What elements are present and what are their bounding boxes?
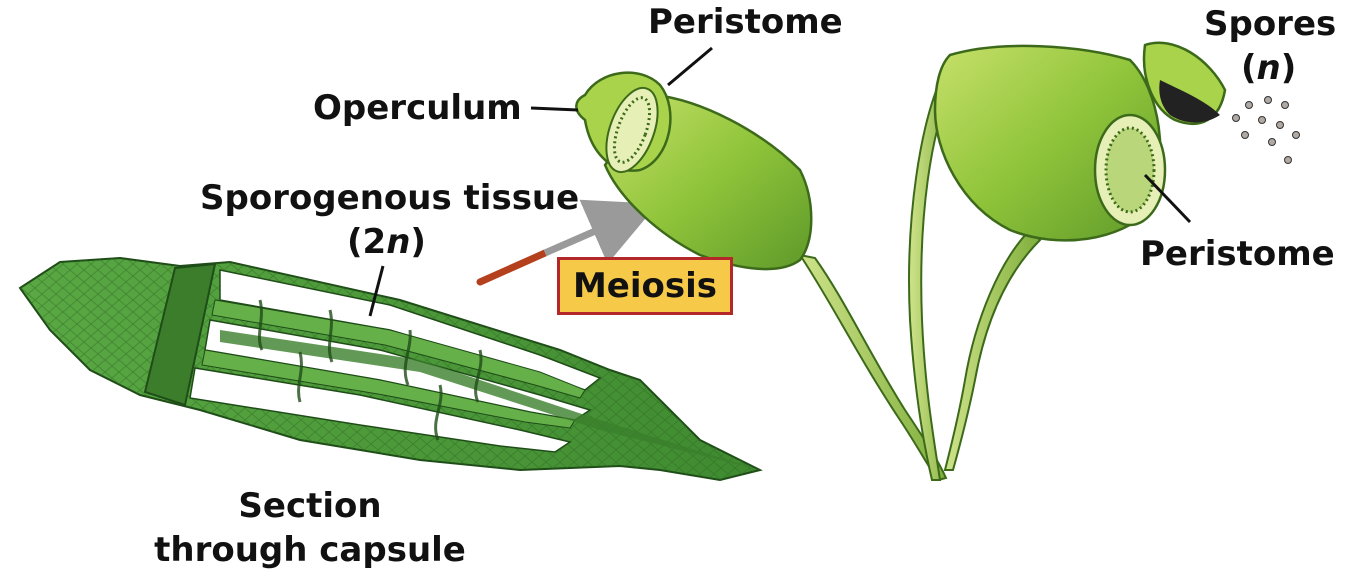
section-label-line2: through capsule [150,530,470,570]
sporogenous-tissue-label: Sporogenous tissue [200,178,579,218]
spores-ploidy-open: ( [1241,48,1257,88]
sporogenous-ploidy-label: (2n) [347,222,426,262]
sporogenous-ploidy-n: n [386,222,410,262]
spores-label: Spores [1204,4,1336,44]
operculum-label: Operculum [313,88,522,128]
spores-ploidy-label: (n) [1241,48,1296,88]
sporogenous-ploidy-close: ) [410,222,426,262]
sporogenous-ploidy-open: (2 [347,222,386,262]
spores-ploidy-close: ) [1281,48,1297,88]
section-label-line1: Section [160,486,460,526]
meiosis-label: Meiosis [573,266,717,306]
peristome-label-right: Peristome [1140,234,1335,274]
spore-dots [1233,97,1300,164]
meiosis-box: Meiosis [557,257,733,315]
peristome-label-top: Peristome [648,2,843,42]
spores-ploidy-n: n [1257,48,1281,88]
